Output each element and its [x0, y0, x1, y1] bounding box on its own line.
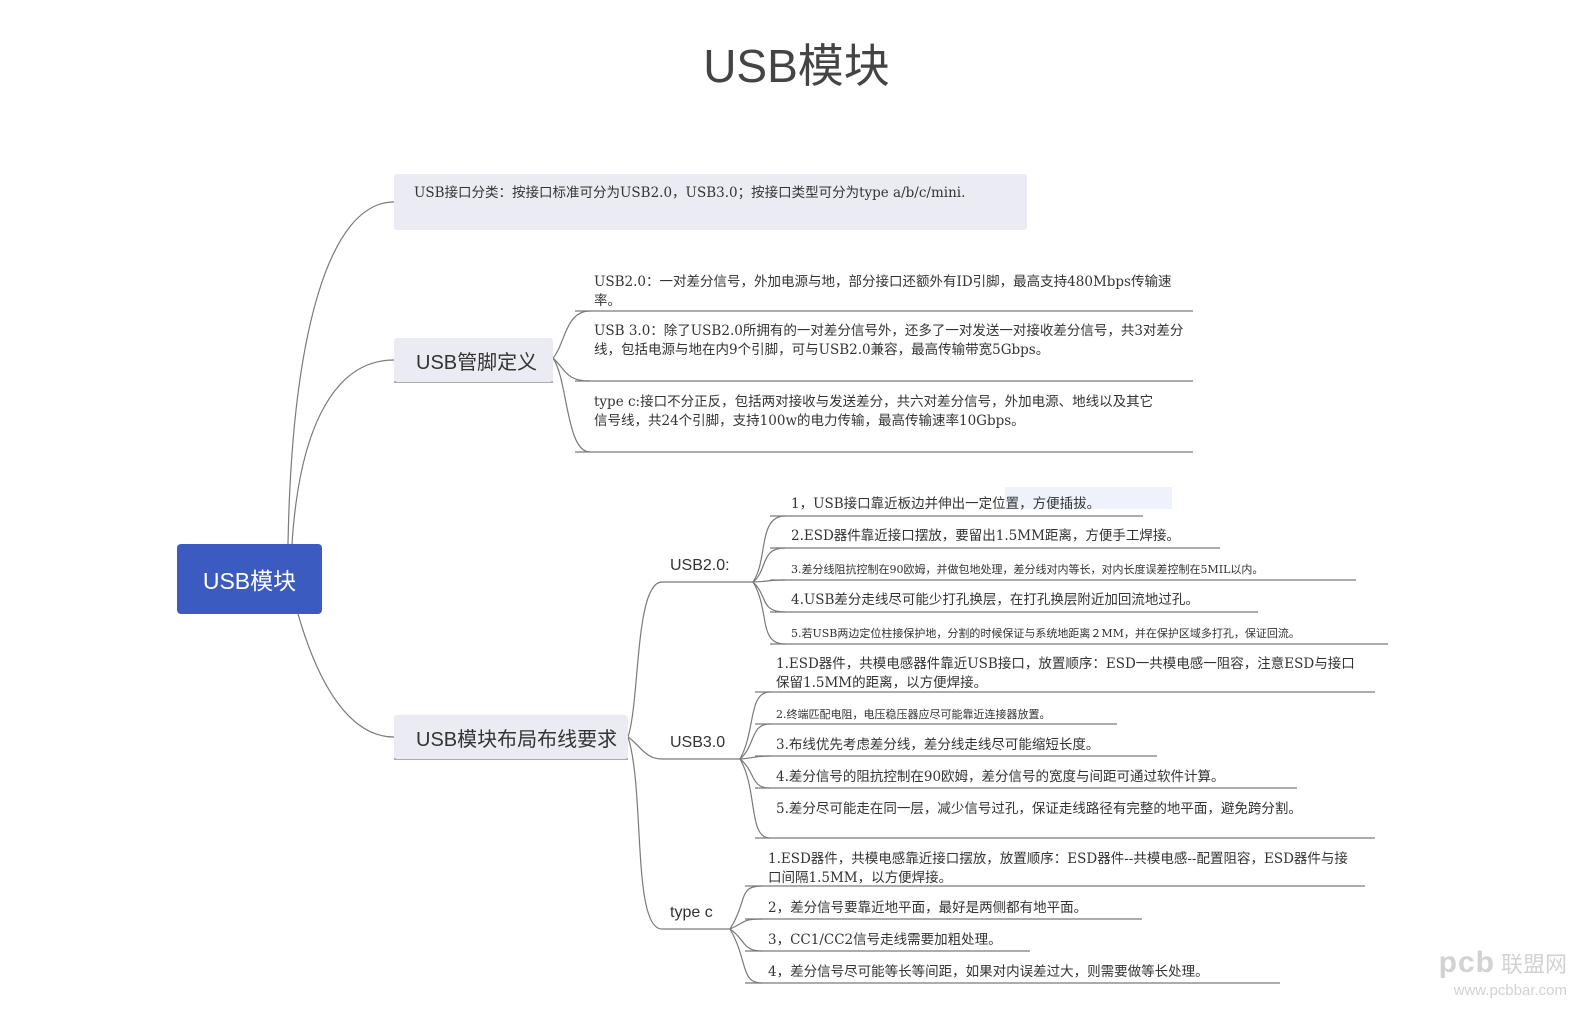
node-usb3[interactable]: USB3.0 [670, 734, 726, 751]
leaf-usb2-4[interactable]: 4.USB差分走线尽可能少打孔换层，在打孔换层附近加回流地过孔。 [791, 592, 1199, 608]
edge-pins-3 [552, 357, 591, 453]
leaf-usb2-2[interactable]: 2.ESD器件靠近接口摆放，要留出1.5MM距离，方便手工焊接。 [791, 528, 1180, 544]
leaf-usb2-3[interactable]: 3.差分线阻抗控制在90欧姆，并做包地处理，差分线对内等长，对内长度误差控制在5… [791, 563, 1264, 576]
leaf-usb2-1[interactable]: 1，USB接口靠近板边并伸出一定位置，方便插拔。 [791, 496, 1101, 512]
leaf-pins-usb3[interactable]: USB 3.0：除了USB2.0所拥有的一对差分信号外，还多了一对发送一对接收差… [594, 323, 1184, 358]
node-typec[interactable]: type c [670, 904, 713, 921]
watermark-url: www.pcbbar.com [1453, 982, 1567, 999]
edge-layout-usb3 [627, 736, 663, 760]
leaf-typec-1[interactable]: 1.ESD器件，共模电感靠近接口摆放，放置顺序：ESD器件--共模电感--配置阻… [768, 851, 1348, 886]
selection-highlight [1005, 487, 1172, 509]
node-text: USB接口分类：按接口标准可分为USB2.0，USB3.0；按接口类型可分为ty… [414, 185, 966, 201]
node-layout-requirements[interactable]: USB模块布局布线要求 [394, 715, 628, 759]
node-pin-definition[interactable]: USB管脚定义 [394, 338, 553, 382]
leaf-typec-3[interactable]: 3，CC1/CC2信号走线需要加粗处理。 [768, 932, 1002, 948]
leaf-usb3-3[interactable]: 3.布线优先考虑差分线，差分线走线尽可能缩短长度。 [776, 737, 1100, 753]
page-title: USB模块 [703, 40, 890, 92]
edge-root-interface [287, 201, 395, 545]
edge-layout-usb2 [627, 581, 663, 738]
edge-layout-typec [627, 736, 663, 930]
node-label: USB管脚定义 [416, 351, 538, 374]
leaf-typec-4[interactable]: 4，差分信号尽可能等长等间距，如果对内误差过大，则需要做等长处理。 [768, 964, 1209, 980]
edge-root-layout [297, 613, 395, 738]
leaf-usb2-5[interactable]: 5.若USB两边定位柱接保护地，分割的时候保证与系统地距离２MM，并在保护区域多… [791, 627, 1300, 640]
leaf-pins-typec[interactable]: type c:接口不分正反，包括两对接收与发送差分，共六对差分信号，外加电源、地… [594, 394, 1154, 429]
leaf-typec-2[interactable]: 2，差分信号要靠近地平面，最好是两侧都有地平面。 [768, 900, 1088, 916]
node-label: USB模块布局布线要求 [416, 728, 618, 751]
watermark-logo: pcb [1438, 946, 1495, 979]
leaf-usb3-5[interactable]: 5.差分尽可能走在同一层，减少信号过孔，保证走线路径有完整的地平面，避免跨分割。 [776, 801, 1302, 817]
edge-root-pins [291, 359, 395, 545]
leaf-usb3-4[interactable]: 4.差分信号的阻抗控制在90欧姆，差分信号的宽度与间距可通过软件计算。 [776, 769, 1225, 785]
watermark-cn: 联盟网 [1500, 952, 1567, 977]
node-interface-classification[interactable]: USB接口分类：按接口标准可分为USB2.0，USB3.0；按接口类型可分为ty… [394, 174, 1027, 230]
node-usb2[interactable]: USB2.0: [670, 557, 730, 574]
leaf-usb3-1[interactable]: 1.ESD器件，共模电感器件靠近USB接口，放置顺序：ESD一共模电感一阻容，注… [776, 656, 1355, 691]
leaf-usb3-2[interactable]: 2.终端匹配电阻，电压稳压器应尽可能靠近连接器放置。 [776, 708, 1051, 721]
leaf-pins-usb2[interactable]: USB2.0：一对差分信号，外加电源与地，部分接口还额外有ID引脚，最高支持48… [594, 274, 1172, 309]
edge-pins-1 [552, 310, 591, 359]
root-node[interactable]: USB模块 [177, 544, 322, 614]
